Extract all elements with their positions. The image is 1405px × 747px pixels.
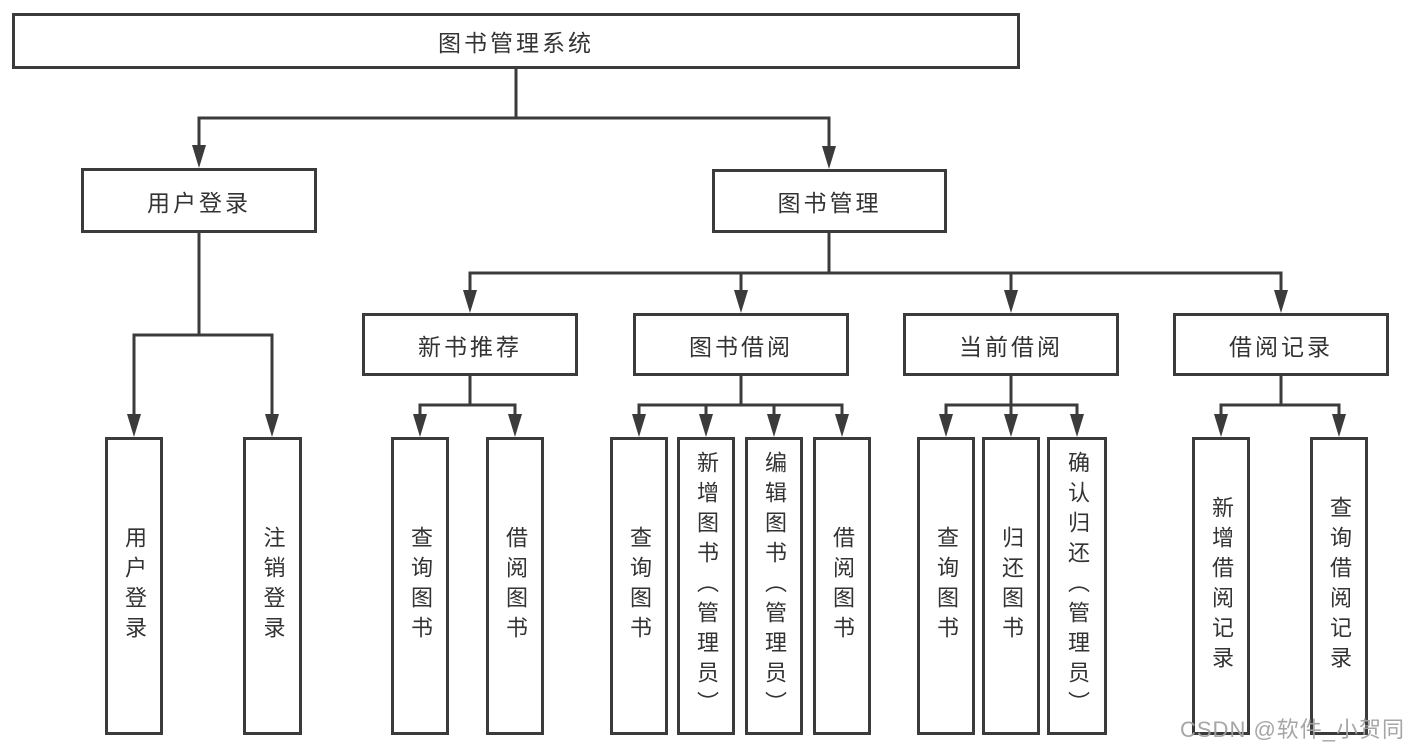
leaf-add-borrow-record: 新增借阅记录 <box>1192 437 1250 735</box>
leaf-borrow-books: 借阅图书 <box>813 437 871 735</box>
leaf-borrow-books-recommend: 借阅图书 <box>486 437 544 735</box>
leaf-edit-books-admin: 编辑图书（管理员） <box>745 437 803 735</box>
tree-edges <box>132 67 1341 418</box>
leaf-add-books-admin: 新增图书（管理员） <box>677 437 735 735</box>
leaf-confirm-return-admin: 确认归还（管理员） <box>1047 437 1107 735</box>
node-book-management: 图书管理 <box>712 169 947 233</box>
leaf-search-books-current: 查询图书 <box>917 437 975 735</box>
node-borrowing-records: 借阅记录 <box>1173 313 1389 376</box>
leaf-user-login: 用户登录 <box>105 437 163 735</box>
node-new-book-recommendation: 新书推荐 <box>362 313 578 376</box>
leaf-search-books-recommend: 查询图书 <box>391 437 449 735</box>
leaf-logout: 注销登录 <box>243 437 302 735</box>
node-library-system: 图书管理系统 <box>12 13 1020 69</box>
leaf-search-books-borrow: 查询图书 <box>610 437 668 735</box>
leaf-return-books: 归还图书 <box>982 437 1040 735</box>
node-user-login: 用户登录 <box>81 168 317 233</box>
node-book-borrowing: 图书借阅 <box>633 313 849 376</box>
csdn-watermark: CSDN @软件_小贺同学 <box>1180 717 1405 742</box>
node-current-borrowing: 当前借阅 <box>903 313 1119 376</box>
arrowheads <box>127 145 1346 437</box>
leaf-search-borrow-record: 查询借阅记录 <box>1310 437 1368 735</box>
